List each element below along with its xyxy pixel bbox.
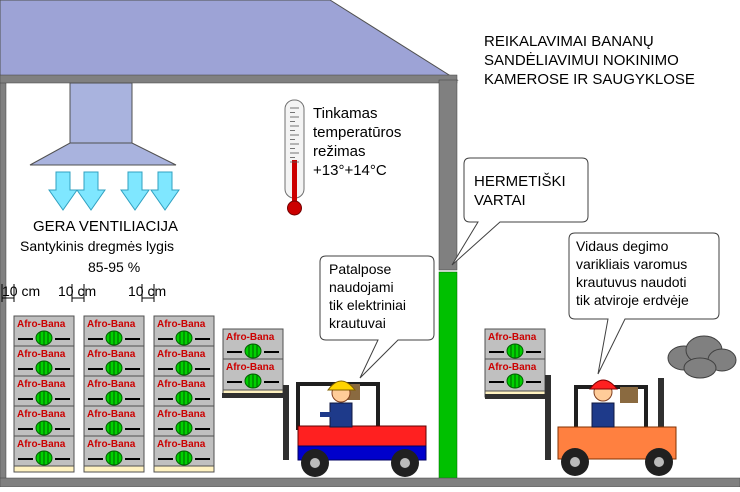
box-label: Afro-Bana <box>157 349 206 360</box>
box-label: Afro-Bana <box>87 439 136 450</box>
down-arrow-icon <box>120 171 150 211</box>
ventilation-label: GERA VENTILIACIJA <box>33 218 178 235</box>
box-label: Afro-Bana <box>17 409 66 420</box>
gate-callout: HERMETIŠKI VARTAI <box>451 157 589 266</box>
box-label: Afro-Bana <box>157 379 206 390</box>
roof <box>0 0 459 81</box>
box-label: Afro-Bana <box>87 409 136 420</box>
banana-box: Afro-Bana <box>484 358 546 393</box>
combustion-callout-line-2: varikliais varomus <box>576 256 687 272</box>
hard-hat-icon <box>589 379 619 390</box>
electric-callout-line-1: Patalpose <box>329 261 391 277</box>
gate-callout-line-1: HERMETIŠKI <box>474 173 566 190</box>
banana-box: Afro-Bana <box>83 405 145 440</box>
electric-forklift <box>222 380 427 477</box>
box-label: Afro-Bana <box>488 362 537 373</box>
banana-box: Afro-Bana <box>153 315 215 350</box>
hermetic-gate <box>438 271 458 481</box>
banana-box: Afro-Bana <box>83 375 145 410</box>
combustion-callout-line-4: tik atviroje erdvėje <box>576 292 689 308</box>
box-label: Afro-Bana <box>17 379 66 390</box>
banana-box: Afro-Bana <box>83 435 145 470</box>
down-arrow-icon <box>76 171 106 211</box>
box-label: Afro-Bana <box>157 319 206 330</box>
box-label: Afro-Bana <box>226 362 275 373</box>
banana-box: Afro-Bana <box>153 435 215 470</box>
box-label: Afro-Bana <box>226 332 275 343</box>
box-label: Afro-Bana <box>87 349 136 360</box>
banana-box: Afro-Bana <box>13 375 75 410</box>
humidity-label: Santykinis dregmės lygis <box>20 238 174 254</box>
banana-box: Afro-Bana <box>13 345 75 380</box>
banana-box: Afro-Bana <box>13 405 75 440</box>
banana-box: Afro-Bana <box>83 345 145 380</box>
box-label: Afro-Bana <box>17 319 66 330</box>
box-stacks: Afro-BanaAfro-BanaAfro-BanaAfro-BanaAfro… <box>13 315 546 473</box>
floor <box>0 477 740 488</box>
box-label: Afro-Bana <box>87 319 136 330</box>
box-label: Afro-Bana <box>488 332 537 343</box>
right-wall <box>438 79 458 271</box>
banana-box: Afro-Bana <box>484 328 546 363</box>
pallet <box>83 465 145 473</box>
banana-box: Afro-Bana <box>222 328 284 363</box>
title-line-3: KAMEROSE IR SAUGYKLOSE <box>484 71 695 88</box>
electric-callout-line-3: tik elektriniai <box>329 297 406 313</box>
electric-callout: Patalpose naudojami tik elektriniai krau… <box>319 255 435 379</box>
combustion-callout-line-1: Vidaus degimo <box>576 238 669 254</box>
box-label: Afro-Bana <box>157 409 206 420</box>
banana-box: Afro-Bana <box>153 345 215 380</box>
airflow-arrows <box>48 171 180 211</box>
combustion-forklift <box>485 335 737 476</box>
temperature-range: +13°+14°C <box>313 162 387 179</box>
down-arrow-icon <box>48 171 78 211</box>
spacing-markers: 10 cm 10 cm 10 cm <box>1 283 166 302</box>
combustion-callout-line-3: krautuvus naudoti <box>576 274 687 290</box>
left-wall <box>0 79 7 481</box>
temperature-line-2: temperatūros <box>313 124 401 141</box>
electric-callout-line-2: naudojami <box>329 279 394 295</box>
down-arrow-icon <box>150 171 180 211</box>
banana-box: Afro-Bana <box>222 358 284 393</box>
banana-box: Afro-Bana <box>153 375 215 410</box>
pallet <box>153 465 215 473</box>
banana-box: Afro-Bana <box>13 315 75 350</box>
title-line-2: SANDĖLIAVIMUI NOKINIMO <box>484 51 679 69</box>
ceiling-band <box>0 74 458 84</box>
box-label: Afro-Bana <box>17 439 66 450</box>
hard-hat-icon <box>327 380 357 391</box>
gate-callout-line-2: VARTAI <box>474 192 526 209</box>
pallet <box>13 465 75 473</box>
banana-box: Afro-Bana <box>13 435 75 470</box>
thermometer-icon <box>284 99 305 216</box>
box-label: Afro-Bana <box>17 349 66 360</box>
spacing-label: 10 cm <box>2 283 40 299</box>
banana-box: Afro-Bana <box>83 315 145 350</box>
box-label: Afro-Bana <box>87 379 136 390</box>
title-line-1: REIKALAVIMAI BANANŲ <box>484 33 654 50</box>
temperature-line-3: režimas <box>313 143 366 160</box>
temperature-line-1: Tinkamas <box>313 105 377 122</box>
combustion-callout: Vidaus degimo varikliais varomus krautuv… <box>568 232 720 375</box>
spacing-label: 10 cm <box>58 283 96 299</box>
humidity-value: 85-95 % <box>88 259 140 275</box>
banana-box: Afro-Bana <box>153 405 215 440</box>
smoke-cloud-icon <box>667 335 737 379</box>
electric-callout-line-4: krautuvai <box>329 315 386 331</box>
spacing-label: 10 cm <box>128 283 166 299</box>
ventilation-duct <box>29 82 177 166</box>
box-label: Afro-Bana <box>157 439 206 450</box>
